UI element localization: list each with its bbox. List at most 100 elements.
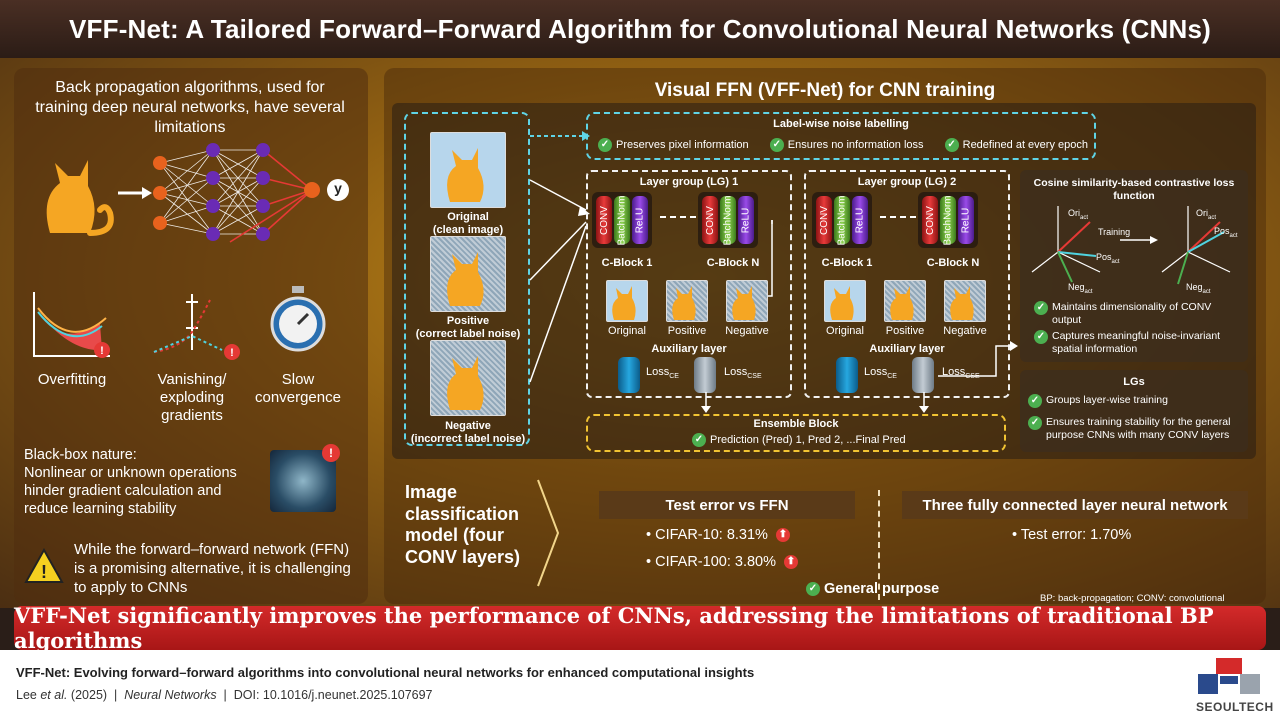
vanishing-gradient-icon: !	[153, 294, 240, 360]
to-cosine-arrow	[938, 341, 1018, 377]
output-y-label: y	[334, 180, 342, 196]
labelwise-title: Label-wise noise labelling	[773, 118, 909, 130]
input-positive-label: Positive (correct label noise)	[415, 315, 521, 340]
svg-text:!: !	[41, 562, 47, 582]
cosine-title: Cosine similarity-based contrastive loss…	[1033, 177, 1235, 202]
relu-cell: ReLU	[632, 196, 648, 244]
ffn-challenge-text: While the forward–forward network (FFN) …	[74, 541, 351, 596]
overfitting-icon: !	[33, 292, 110, 358]
lg1-cblock-n-label: C-Block N	[706, 257, 760, 269]
bp-limitations-heading: Back propagation algorithms, used for tr…	[35, 79, 345, 136]
lg1-to-lg2-arrow	[768, 220, 773, 297]
blackbox-description: Black-box nature: Nonlinear or unknown o…	[24, 446, 264, 518]
check-icon: ✓	[1034, 301, 1048, 315]
lg1-loss-ce-label: LossCE	[646, 366, 679, 381]
vector-neg-label-1: Negact	[1068, 282, 1093, 295]
lgs-item: ✓Groups layer-wise training	[1028, 394, 1242, 408]
check-icon: ✓	[692, 433, 706, 447]
lg2-cblock-n-label: C-Block N	[926, 257, 980, 269]
lg2-loss-cse-cylinder	[912, 357, 934, 393]
lg2-block-connector	[880, 216, 916, 218]
conv-cell: CONV	[922, 196, 938, 244]
layer-group-1	[586, 170, 792, 398]
cosine-item: ✓Captures meaningful noise-invariant spa…	[1034, 330, 1244, 356]
lg2-cblock-1: CONV BatchNorm ReLU	[812, 192, 872, 248]
lgs-item: ✓Ensures training stability for the gene…	[1028, 416, 1242, 442]
check-icon: ✓	[1028, 416, 1042, 430]
lg1-aux-title: Auxiliary layer	[651, 343, 727, 355]
seoultech-logo-icon	[1198, 658, 1260, 694]
vector-pos-label-1: Posact	[1096, 252, 1120, 265]
relu-cell: ReLU	[738, 196, 754, 244]
batchnorm-cell: BatchNorm	[720, 195, 736, 245]
blackbox-alert-icon: !	[322, 444, 340, 462]
abbreviations-note: BP: back-propagation; CONV: convolutiona…	[1040, 593, 1225, 604]
page-title: VFF-Net: A Tailored Forward–Forward Algo…	[0, 0, 1280, 58]
footer	[0, 650, 1280, 720]
lg1-cblock-n: CONV BatchNorm ReLU	[698, 192, 758, 248]
layer-group-1-title: Layer group (LG) 1	[639, 176, 739, 188]
lg1-cblock-1-label: C-Block 1	[601, 257, 653, 269]
ensemble-item: ✓Prediction (Pred) 1, Pred 2, ...Final P…	[692, 433, 906, 447]
cosine-training-label: Training	[1098, 227, 1131, 237]
check-icon: ✓	[769, 138, 784, 152]
labelwise-item: ✓Preserves pixel information	[598, 138, 749, 152]
cosine-vector-diagram	[1031, 206, 1231, 285]
fc-network-header: Three fully connected layer neural netwo…	[902, 491, 1248, 519]
lg1-loss-cse-label: LossCSE	[724, 366, 762, 381]
lg2-loss-ce-label: LossCE	[864, 366, 897, 381]
test-error-header: Test error vs FFN	[599, 491, 855, 519]
svg-text:!: !	[100, 345, 104, 357]
check-icon: ✓	[1034, 330, 1048, 344]
input-images-group	[404, 112, 530, 446]
batchnorm-cell: BatchNorm	[614, 195, 630, 245]
results-divider	[878, 490, 880, 600]
lgs-box	[1020, 370, 1248, 452]
to-ensemble-arrows	[701, 392, 929, 413]
blackbox-title: Black-box nature:	[24, 447, 137, 463]
cifar10-result: • CIFAR-10: 8.31%⬆	[646, 527, 790, 543]
blackbox-body: Nonlinear or unknown operations hinder g…	[24, 465, 237, 517]
lg2-aux-title: Auxiliary layer	[869, 343, 945, 355]
cat-overlays	[447, 148, 484, 410]
cifar100-result: • CIFAR-100: 3.80%⬆	[646, 554, 798, 570]
general-purpose-label: ✓General purpose	[806, 581, 939, 597]
conv-cell: CONV	[596, 196, 612, 244]
fc-test-error: • Test error: 1.70%	[1012, 527, 1132, 543]
vector-ori-label-2: Oriact	[1196, 208, 1217, 221]
lg2-thumb-label: Original	[826, 325, 864, 337]
stopwatch-icon	[270, 286, 326, 352]
check-icon: ✓	[1028, 394, 1042, 408]
ensemble-title: Ensemble Block	[753, 418, 839, 430]
issue-slow-convergence: Slow convergence	[255, 371, 341, 406]
issue-overfitting: Overfitting	[37, 371, 107, 388]
paper-citation: Lee et al. (2025) | Neural Networks | DO…	[16, 688, 433, 702]
conv-cell: CONV	[702, 196, 718, 244]
batchnorm-cell: BatchNorm	[834, 195, 850, 245]
lg1-block-connector	[660, 216, 696, 218]
input-negative-label: Negative (incorrect label noise)	[410, 420, 526, 445]
lg2-loss-ce-cylinder	[836, 357, 858, 393]
lg1-cblock-1: CONV BatchNorm ReLU	[592, 192, 652, 248]
vector-pos-label-2: Posact	[1214, 226, 1238, 239]
conv-cell: CONV	[816, 196, 832, 244]
lg1-loss-cse-cylinder	[694, 357, 716, 393]
lg1-loss-ce-cylinder	[618, 357, 640, 393]
svg-text:!: !	[230, 347, 234, 359]
lg2-thumb-label: Positive	[885, 325, 925, 337]
labelwise-noise-box	[586, 112, 1096, 160]
labelwise-item: ✓Ensures no information loss	[769, 138, 924, 152]
thumb-cat-overlays	[612, 286, 974, 320]
cosine-item: ✓Maintains dimensionality of CONV output	[1034, 301, 1244, 327]
check-icon: ✓	[806, 582, 820, 596]
labelwise-item: ✓Redefined at every epoch	[944, 138, 1088, 152]
cat-icon	[46, 160, 114, 236]
up-arrow-icon: ⬆	[784, 555, 798, 570]
check-icon: ✓	[944, 138, 959, 152]
vector-neg-label-2: Negact	[1186, 282, 1211, 295]
bp-network-illustration	[46, 143, 349, 243]
lg2-thumb-label: Negative	[943, 325, 987, 337]
paper-title: VFF-Net: Evolving forward–forward algori…	[16, 665, 755, 680]
image-classification-model-text: Image classification model (four CONV la…	[405, 482, 521, 567]
issue-vanishing-gradients: Vanishing/ exploding gradients	[157, 371, 227, 424]
